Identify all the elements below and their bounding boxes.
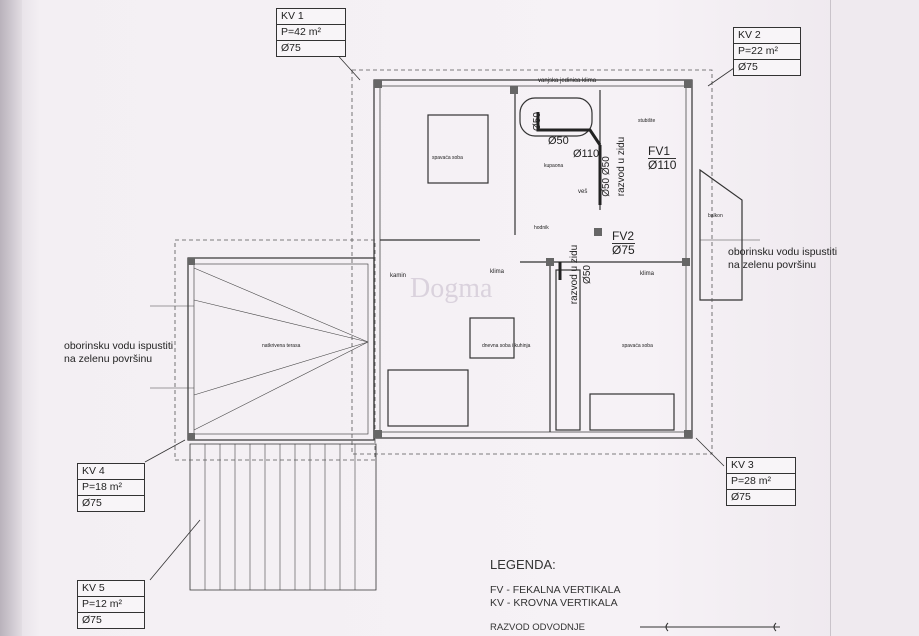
- pipe-diameter: Ø110: [573, 148, 600, 160]
- kv-label: KV 4: [78, 464, 144, 480]
- kv-label: KV 2: [734, 28, 800, 44]
- room-label: stubište: [638, 118, 656, 124]
- dining-table: [469, 317, 515, 359]
- kv-diameter: Ø75: [731, 491, 751, 503]
- kv-diameter: Ø75: [82, 497, 102, 509]
- wall-routing-note: razvod u zidu: [616, 136, 628, 197]
- room-label: spavaća soba: [622, 343, 653, 349]
- kitchen-counter: [555, 269, 581, 431]
- room-label: hodnik: [534, 225, 549, 231]
- stairs: [189, 443, 377, 591]
- kv-area: P=12 m²: [78, 597, 144, 613]
- stair-treads: [204, 444, 356, 590]
- kv-area: P=18 m²: [78, 480, 144, 496]
- legend-title: LEGENDA:: [490, 557, 556, 572]
- bed-2: [387, 369, 469, 427]
- wall-routing-note: razvod u zidu: [569, 244, 581, 305]
- bed-3: [589, 393, 675, 431]
- kv-area: P=28 m²: [727, 474, 795, 490]
- binder-spine: [0, 0, 22, 636]
- fireplace-label: kamin: [390, 273, 407, 279]
- kv-label: KV 5: [78, 581, 144, 597]
- klima-label: klima: [490, 269, 505, 275]
- laundry-label: veš: [578, 189, 588, 195]
- adjacent-page: [830, 0, 919, 636]
- legend-drain-label: RAZVOD ODVODNJE: [490, 622, 586, 633]
- pipe-diameter: Ø50: [581, 265, 593, 284]
- watermark-logo: Dogma: [410, 273, 493, 304]
- room-label: dnevna soba i kuhinja: [482, 343, 531, 349]
- kv-label: KV 3: [727, 458, 795, 474]
- terrace-outline: [187, 257, 375, 441]
- bathtub: [519, 97, 593, 137]
- legend-item: FV - FEKALNA VERTIKALA: [490, 584, 621, 596]
- kv-diameter: Ø75: [82, 614, 102, 626]
- balcony: [699, 168, 743, 301]
- room-label: natkrivena terasa: [262, 343, 301, 349]
- pipe-diameter: Ø50 Ø50: [600, 156, 612, 197]
- pipe-diameter: Ø50: [531, 112, 543, 131]
- kv-label: KV 1: [277, 9, 345, 25]
- room-label: kupaona: [544, 163, 564, 169]
- legend-item: KV - KROVNA VERTIKALA: [490, 597, 618, 609]
- pipe-diameter: Ø50: [548, 135, 569, 147]
- kv-area: P=22 m²: [734, 44, 800, 60]
- room-label: balkon: [708, 213, 723, 219]
- kv-area: P=42 m²: [277, 25, 345, 41]
- ac-unit-label: vanjska jedinica klima: [538, 78, 597, 84]
- klima-label: klima: [640, 271, 655, 277]
- room-label: spavaća soba: [432, 155, 463, 161]
- bed-1: [427, 114, 489, 184]
- drain-pipe: [536, 112, 602, 146]
- kv-diameter: Ø75: [281, 42, 301, 54]
- house-outline: [373, 79, 693, 439]
- kv-diameter: Ø75: [738, 61, 758, 73]
